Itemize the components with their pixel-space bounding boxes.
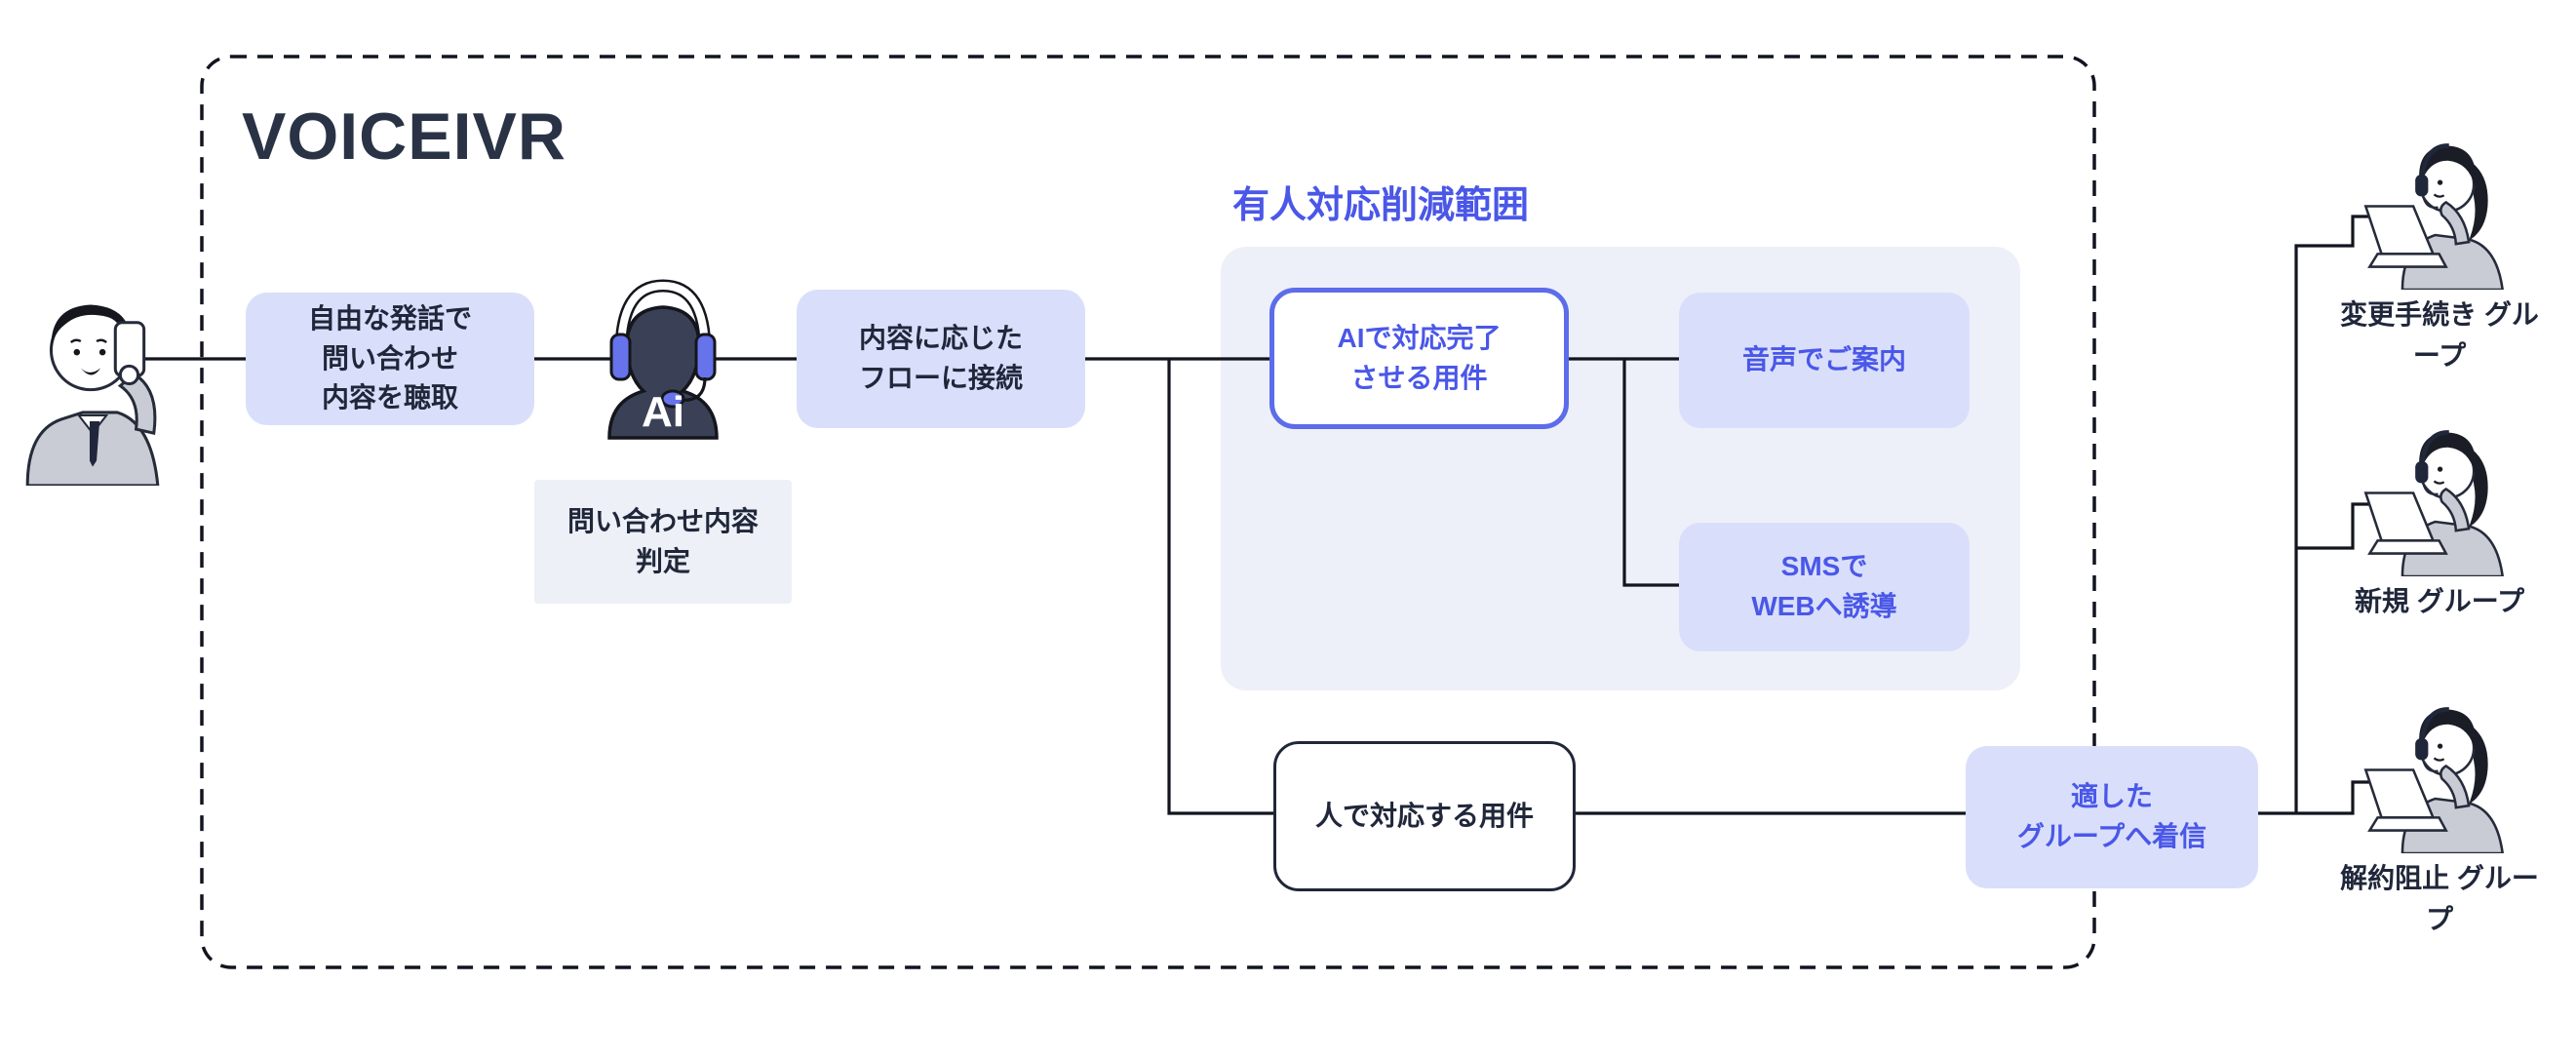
- node-judge-line: 判定: [635, 545, 690, 576]
- operator-illustration-2: [2348, 406, 2521, 576]
- node-route-group-line: グループへ着信: [2016, 821, 2207, 851]
- group-label-change: 変更手続き グループ: [2332, 295, 2547, 376]
- node-judge: 問い合わせ内容 判定: [534, 480, 792, 604]
- group-label-line: グループ: [2412, 299, 2539, 371]
- node-listen-line: 内容を聴取: [321, 382, 458, 413]
- group-label-new: 新規 グループ: [2332, 581, 2547, 622]
- node-ai-complete-line: AIで対応完了: [1337, 322, 1502, 353]
- node-sms-web-line: SMSで: [1780, 551, 1868, 582]
- node-human-handle-line: 人で対応する用件: [1314, 800, 1534, 831]
- node-connect: 内容に応じた フローに接続: [797, 290, 1085, 428]
- section-label: 有人対応削減範囲: [1232, 185, 1530, 226]
- node-connect-line: フローに接続: [858, 363, 1023, 393]
- group-label-line: 解約阻止: [2340, 863, 2450, 893]
- operator-illustration-3: [2348, 683, 2521, 853]
- ai-agent-icon: Ai: [607, 279, 719, 440]
- node-sms-web: SMSで WEBへ誘導: [1679, 523, 1970, 651]
- ai-badge: Ai: [642, 388, 684, 436]
- operator-illustration-1: [2348, 119, 2521, 290]
- group-label-line: 新規: [2354, 586, 2409, 616]
- node-ai-complete-line: させる用件: [1350, 362, 1488, 393]
- node-connect-line: 内容に応じた: [858, 323, 1023, 354]
- node-listen-line: 自由な発話で: [307, 303, 472, 334]
- node-voice-guide: 音声でご案内: [1679, 293, 1970, 428]
- node-route-group-line: 適した: [2070, 781, 2153, 812]
- node-voice-guide-line: 音声でご案内: [1741, 344, 1906, 375]
- voiceivr-boundary: [200, 55, 2096, 969]
- group-label-line: グループ: [2416, 586, 2525, 616]
- node-judge-line: 問い合わせ内容: [566, 505, 759, 536]
- node-listen: 自由な発話で 問い合わせ 内容を聴取: [246, 293, 534, 425]
- node-sms-web-line: WEBへ誘導: [1751, 591, 1897, 621]
- group-label-line: 変更手続き: [2340, 299, 2478, 330]
- node-listen-line: 問い合わせ: [321, 342, 458, 373]
- group-label-cancel-stop: 解約阻止 グループ: [2332, 858, 2547, 940]
- group-label-line: グループ: [2425, 863, 2539, 934]
- caller-illustration: [25, 304, 160, 486]
- node-human-handle: 人で対応する用件: [1273, 741, 1576, 891]
- diagram-title: VOICEIVR: [242, 99, 566, 174]
- node-ai-complete: AIで対応完了 させる用件: [1269, 288, 1569, 429]
- node-route-group: 適した グループへ着信: [1966, 746, 2258, 888]
